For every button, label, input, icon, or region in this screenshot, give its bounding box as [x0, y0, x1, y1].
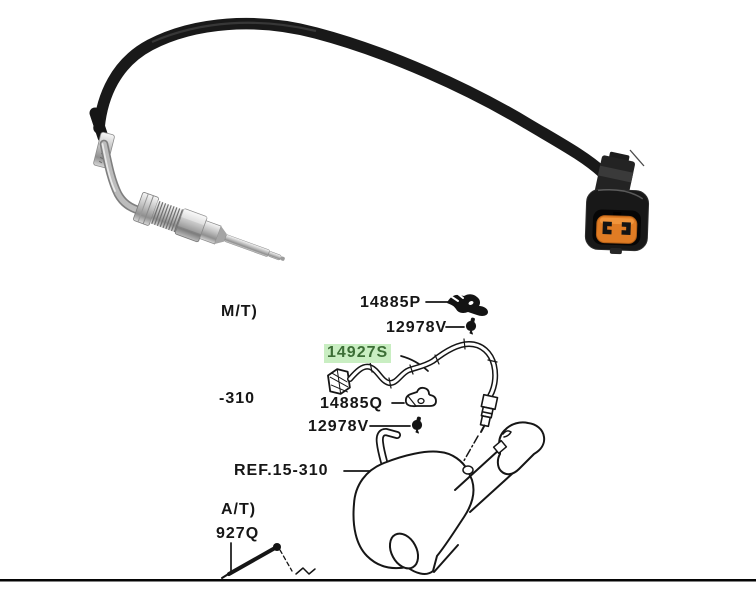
label-mt: M/T) [221, 303, 258, 320]
bolt-icon-lower [411, 416, 423, 434]
parts-diagram-art [221, 293, 546, 579]
label-bolt-lower-12978v[interactable]: 12978V [308, 418, 370, 435]
bolt-icon-upper [465, 317, 477, 335]
harness-connector [327, 368, 351, 395]
photo-connector [584, 149, 650, 255]
label-at: A/T) [221, 501, 257, 518]
label-part-14927s-highlighted[interactable]: 14927S [324, 344, 392, 363]
label-bolt-upper-12978v[interactable]: 12978V [386, 319, 448, 336]
label-part-14885p[interactable]: 14885P [360, 294, 422, 311]
label-part-927q: 927Q [216, 525, 260, 542]
clamp-icon [447, 293, 488, 316]
probe-927q-drawing [221, 543, 316, 579]
label-ref-partial: -310 [219, 390, 256, 407]
bottom-rule [0, 579, 756, 582]
label-part-14885q[interactable]: 14885Q [320, 395, 383, 412]
harness-cable [347, 338, 499, 495]
photo-cable [93, 18, 609, 179]
turbo-drawing [352, 421, 546, 575]
label-ref-15-310: REF.15-310 [234, 462, 329, 479]
photo-sensor-probe [89, 107, 285, 261]
product-photo [89, 18, 650, 261]
clip-icon [404, 386, 437, 408]
